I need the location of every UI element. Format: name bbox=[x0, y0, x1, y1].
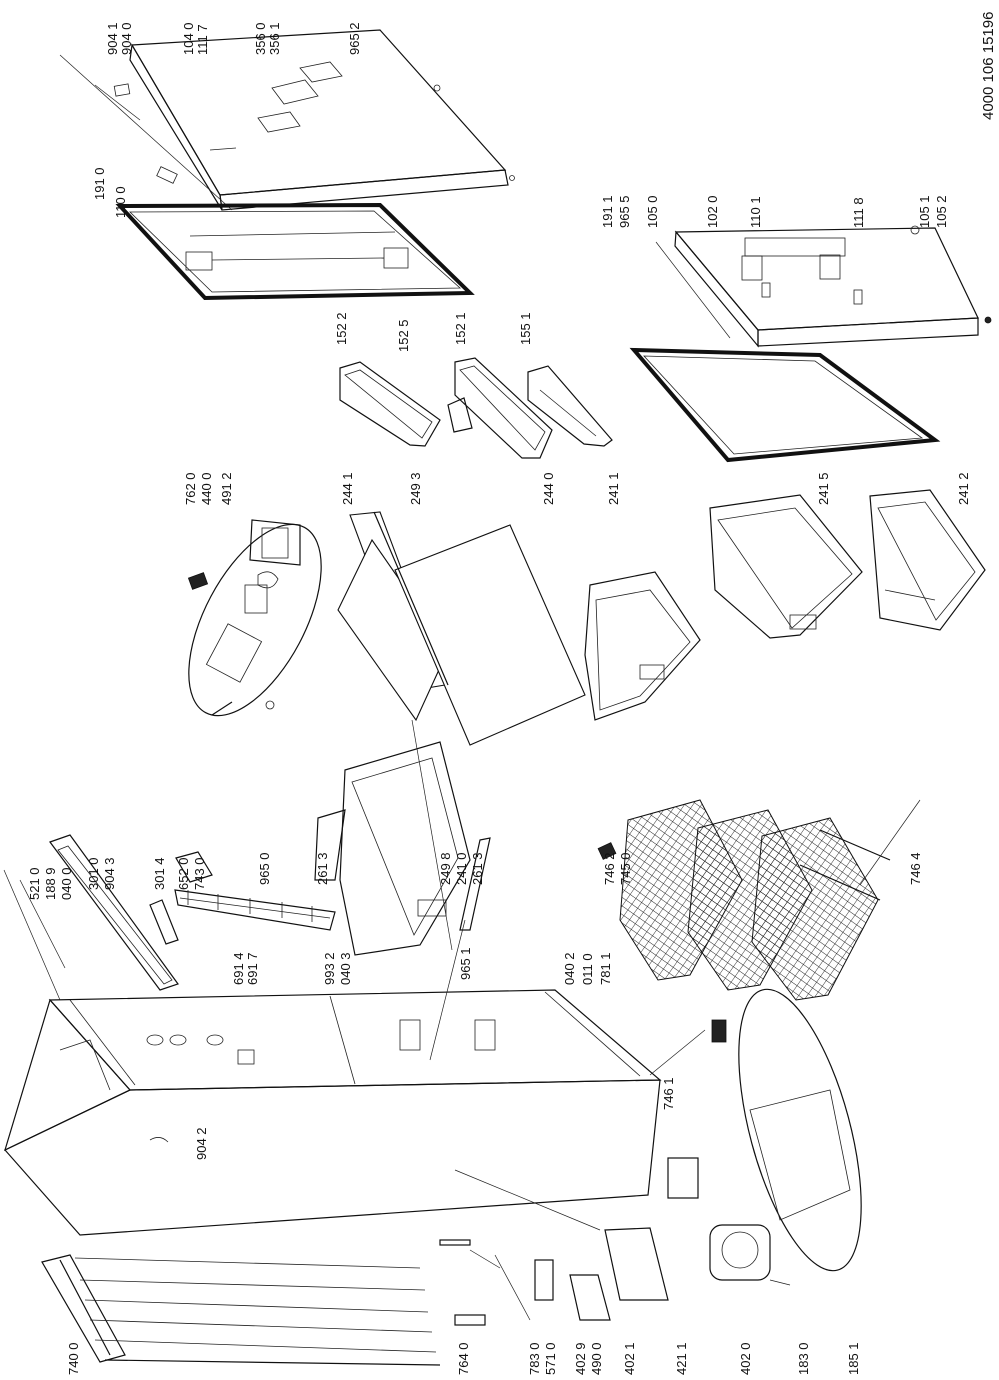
part-label-p1911: 191 1 bbox=[600, 195, 615, 228]
part-label-p1522: 152 2 bbox=[334, 312, 349, 345]
part-label-p7462: 746 2 bbox=[602, 852, 617, 885]
part-label-p9932: 993 2 bbox=[322, 952, 337, 985]
part-label-p9041: 904 1 bbox=[105, 22, 120, 55]
control-housing-drawing bbox=[187, 519, 322, 717]
part-label-p1521: 152 1 bbox=[453, 312, 468, 345]
part-label-p7811: 781 1 bbox=[598, 952, 613, 985]
top-control-parts-drawing bbox=[3, 834, 336, 1001]
wire-shelves-drawing bbox=[597, 799, 921, 1076]
part-label-p7620: 762 0 bbox=[183, 472, 198, 505]
part-label-p1889: 188 9 bbox=[43, 867, 58, 900]
part-label-p2411: 241 1 bbox=[606, 472, 621, 505]
part-label-p2412: 241 2 bbox=[956, 472, 971, 505]
part-label-p1051: 105 1 bbox=[917, 195, 932, 228]
part-label-p1052: 105 2 bbox=[934, 195, 949, 228]
part-label-p2415: 241 5 bbox=[816, 472, 831, 505]
freezer-door-drawing bbox=[655, 225, 992, 348]
part-label-p7400: 740 0 bbox=[66, 1342, 81, 1375]
part-label-p4900: 490 0 bbox=[589, 1342, 604, 1375]
part-label-p5710: 571 0 bbox=[543, 1342, 558, 1375]
door-bins-drawing bbox=[339, 357, 613, 459]
part-label-p1910: 191 0 bbox=[92, 167, 107, 200]
document-number: 4000 106 15196 bbox=[980, 12, 997, 120]
part-label-p1830: 183 0 bbox=[796, 1342, 811, 1375]
part-label-p4020: 402 0 bbox=[738, 1342, 753, 1375]
part-label-p6914: 691 4 bbox=[231, 952, 246, 985]
part-label-p2613a: 261 3 bbox=[315, 852, 330, 885]
part-label-p7464: 746 4 bbox=[908, 852, 923, 885]
part-label-p3560: 356 0 bbox=[253, 22, 268, 55]
part-label-p7461: 746 1 bbox=[661, 1077, 676, 1110]
part-label-p4400: 440 0 bbox=[199, 472, 214, 505]
cabinet-drawing bbox=[4, 919, 662, 1236]
part-label-p1525: 152 5 bbox=[396, 319, 411, 352]
part-label-p1551: 155 1 bbox=[518, 312, 533, 345]
part-label-p1040: 104 0 bbox=[181, 22, 196, 55]
part-label-p9651: 965 1 bbox=[458, 947, 473, 980]
part-label-p6917: 691 7 bbox=[245, 952, 260, 985]
part-label-p7430: 743 0 bbox=[192, 857, 207, 890]
part-label-p4021: 402 1 bbox=[622, 1342, 637, 1375]
part-label-p2493: 249 3 bbox=[408, 472, 423, 505]
part-label-p7450: 745 0 bbox=[618, 852, 633, 885]
part-label-p0400: 040 0 bbox=[59, 867, 74, 900]
freezer-door-gasket-drawing bbox=[629, 347, 941, 463]
part-label-p9042: 904 2 bbox=[194, 1127, 209, 1160]
part-label-p9040: 904 0 bbox=[119, 22, 134, 55]
part-label-p9043: 904 3 bbox=[102, 857, 117, 890]
part-label-p6520: 652 0 bbox=[176, 857, 191, 890]
part-label-p2441: 244 1 bbox=[340, 472, 355, 505]
part-label-p0110: 011 0 bbox=[580, 953, 595, 985]
part-label-p1118: 111 8 bbox=[851, 197, 866, 228]
part-label-p9655: 965 5 bbox=[617, 195, 632, 228]
drawers-drawing bbox=[584, 489, 986, 721]
part-label-p3014: 301 4 bbox=[152, 857, 167, 890]
part-label-p2440: 244 0 bbox=[541, 472, 556, 505]
part-label-p1851: 185 1 bbox=[846, 1342, 861, 1375]
part-label-p2498: 249 8 bbox=[438, 852, 453, 885]
part-label-p1101: 110 1 bbox=[748, 196, 763, 228]
part-label-p1050: 105 0 bbox=[645, 195, 660, 228]
part-label-p5210: 521 0 bbox=[27, 867, 42, 900]
part-label-p1117: 111 7 bbox=[195, 24, 210, 55]
part-label-p4211: 421 1 bbox=[674, 1342, 689, 1375]
part-label-p4029: 402 9 bbox=[573, 1342, 588, 1375]
part-label-p7830: 783 0 bbox=[527, 1342, 542, 1375]
condenser-drawing bbox=[41, 1239, 486, 1366]
fridge-door-gasket-drawing bbox=[115, 202, 475, 301]
machine-compartment-drawing bbox=[454, 988, 862, 1321]
part-label-p0403: 040 3 bbox=[338, 952, 353, 985]
main-drawer-drawing bbox=[314, 741, 491, 956]
part-label-p0402: 040 2 bbox=[562, 952, 577, 985]
part-label-p9650: 965 0 bbox=[257, 852, 272, 885]
part-label-p4912: 491 2 bbox=[219, 472, 234, 505]
part-label-p1020: 102 0 bbox=[705, 195, 720, 228]
fridge-door-drawing bbox=[59, 29, 515, 211]
part-label-p1100: 110 0 bbox=[113, 186, 128, 218]
part-label-p2613b: 261 3 bbox=[470, 852, 485, 885]
part-label-p7640: 764 0 bbox=[456, 1342, 471, 1375]
part-label-p2410: 241 0 bbox=[454, 852, 469, 885]
part-label-p3561: 356 1 bbox=[267, 22, 282, 55]
part-label-p3010: 301 0 bbox=[86, 857, 101, 890]
glass-shelves-drawing bbox=[337, 511, 586, 951]
part-label-p9652: 965 2 bbox=[347, 22, 362, 55]
